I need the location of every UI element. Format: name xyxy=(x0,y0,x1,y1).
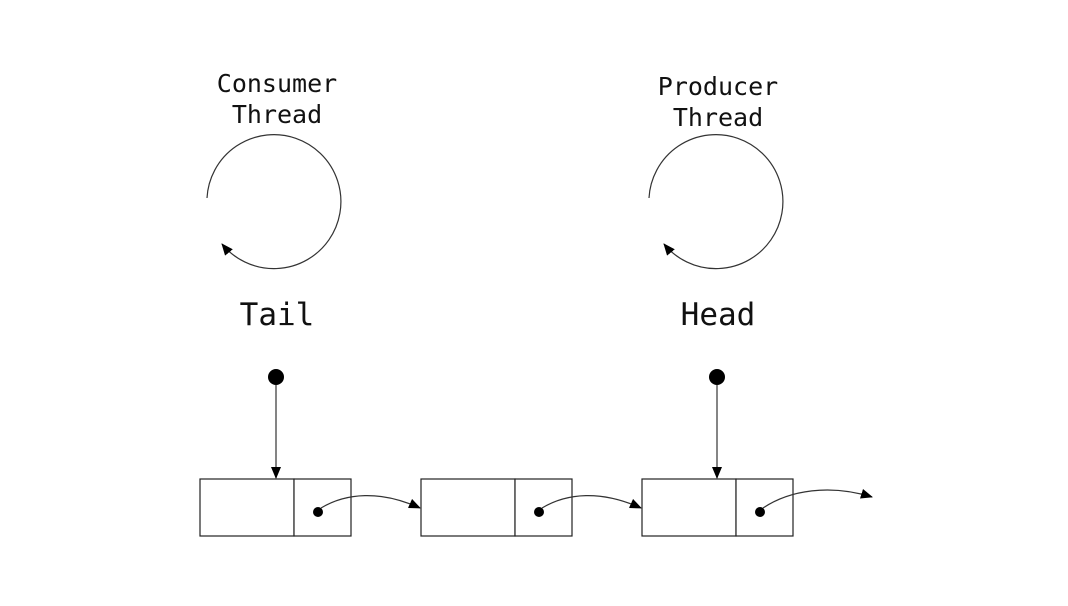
producer-loop-arrow-icon xyxy=(648,134,784,270)
node-1-next-dot xyxy=(313,507,323,517)
node-2-next-arrow xyxy=(541,495,642,509)
node-2-value-cell xyxy=(420,478,516,537)
tail-pointer-label: Tail xyxy=(240,297,315,333)
node-2-next-dot xyxy=(534,507,544,517)
list-node xyxy=(420,478,642,537)
producer-thread-group: Producer Thread xyxy=(648,72,784,270)
node-1-value-cell xyxy=(199,478,295,537)
list-node xyxy=(199,478,421,537)
node-3-next-cell xyxy=(735,478,794,537)
node-1-next-arrow xyxy=(320,495,421,509)
node-3-next-dot xyxy=(755,507,765,517)
producer-thread-label-line1: Producer xyxy=(658,72,778,101)
consumer-loop-arrow-icon xyxy=(206,134,342,270)
consumer-thread-label-line2: Thread xyxy=(232,100,322,129)
tail-pointer-dot xyxy=(268,369,284,385)
head-pointer-label: Head xyxy=(681,297,756,333)
head-pointer-dot xyxy=(709,369,725,385)
node-3-value-cell xyxy=(641,478,737,537)
producer-thread-label-line2: Thread xyxy=(673,103,763,132)
list-node xyxy=(641,478,873,537)
consumer-thread-group: Consumer Thread xyxy=(206,69,342,270)
node-3-next-arrow xyxy=(762,488,873,509)
consumer-thread-label-line1: Consumer xyxy=(217,69,337,98)
